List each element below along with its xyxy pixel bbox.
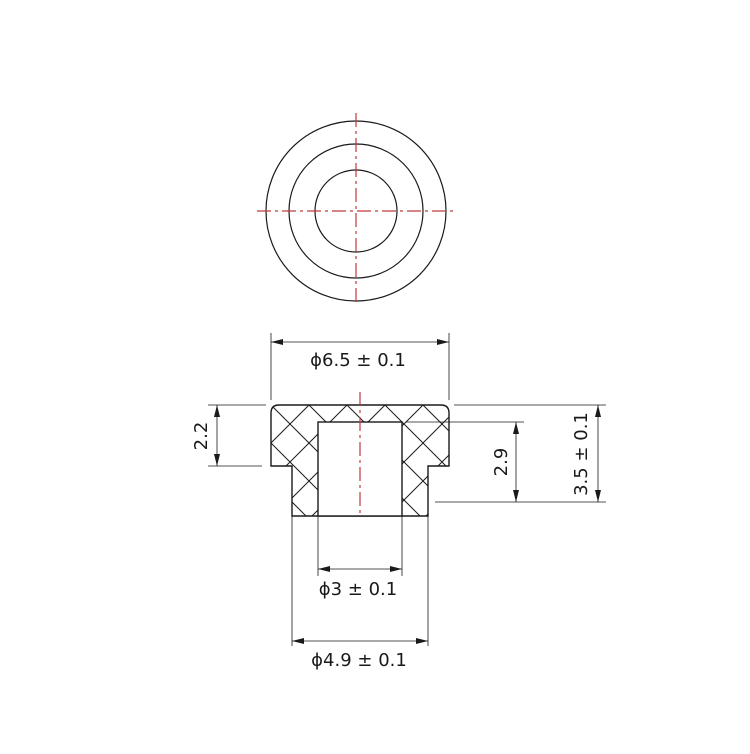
dimension-bore-diameter: ϕ3 ± 0.1 [317, 510, 403, 600]
top-view [257, 113, 455, 303]
dimension-total-height: 3.5 ± 0.1 [571, 405, 601, 502]
bore-depth-label: 2.9 [491, 448, 512, 477]
flange-diameter-label: ϕ6.5 ± 0.1 [310, 350, 406, 371]
right-wall-section [402, 405, 449, 516]
body-diameter-label: ϕ4.9 ± 0.1 [311, 650, 407, 671]
dimension-body-diameter: ϕ4.9 ± 0.1 [291, 510, 429, 671]
total-height-label: 3.5 ± 0.1 [571, 412, 592, 496]
top-web-section [318, 405, 402, 422]
dimension-flange-diameter: ϕ6.5 ± 0.1 [270, 333, 450, 400]
dimension-flange-height: 2.2 [191, 405, 220, 466]
bore-diameter-label: ϕ3 ± 0.1 [319, 579, 397, 600]
dimension-bore-depth: 2.9 [491, 422, 519, 502]
flange-height-label: 2.2 [191, 422, 212, 451]
left-wall-section [271, 405, 318, 516]
cross-section [270, 392, 450, 517]
